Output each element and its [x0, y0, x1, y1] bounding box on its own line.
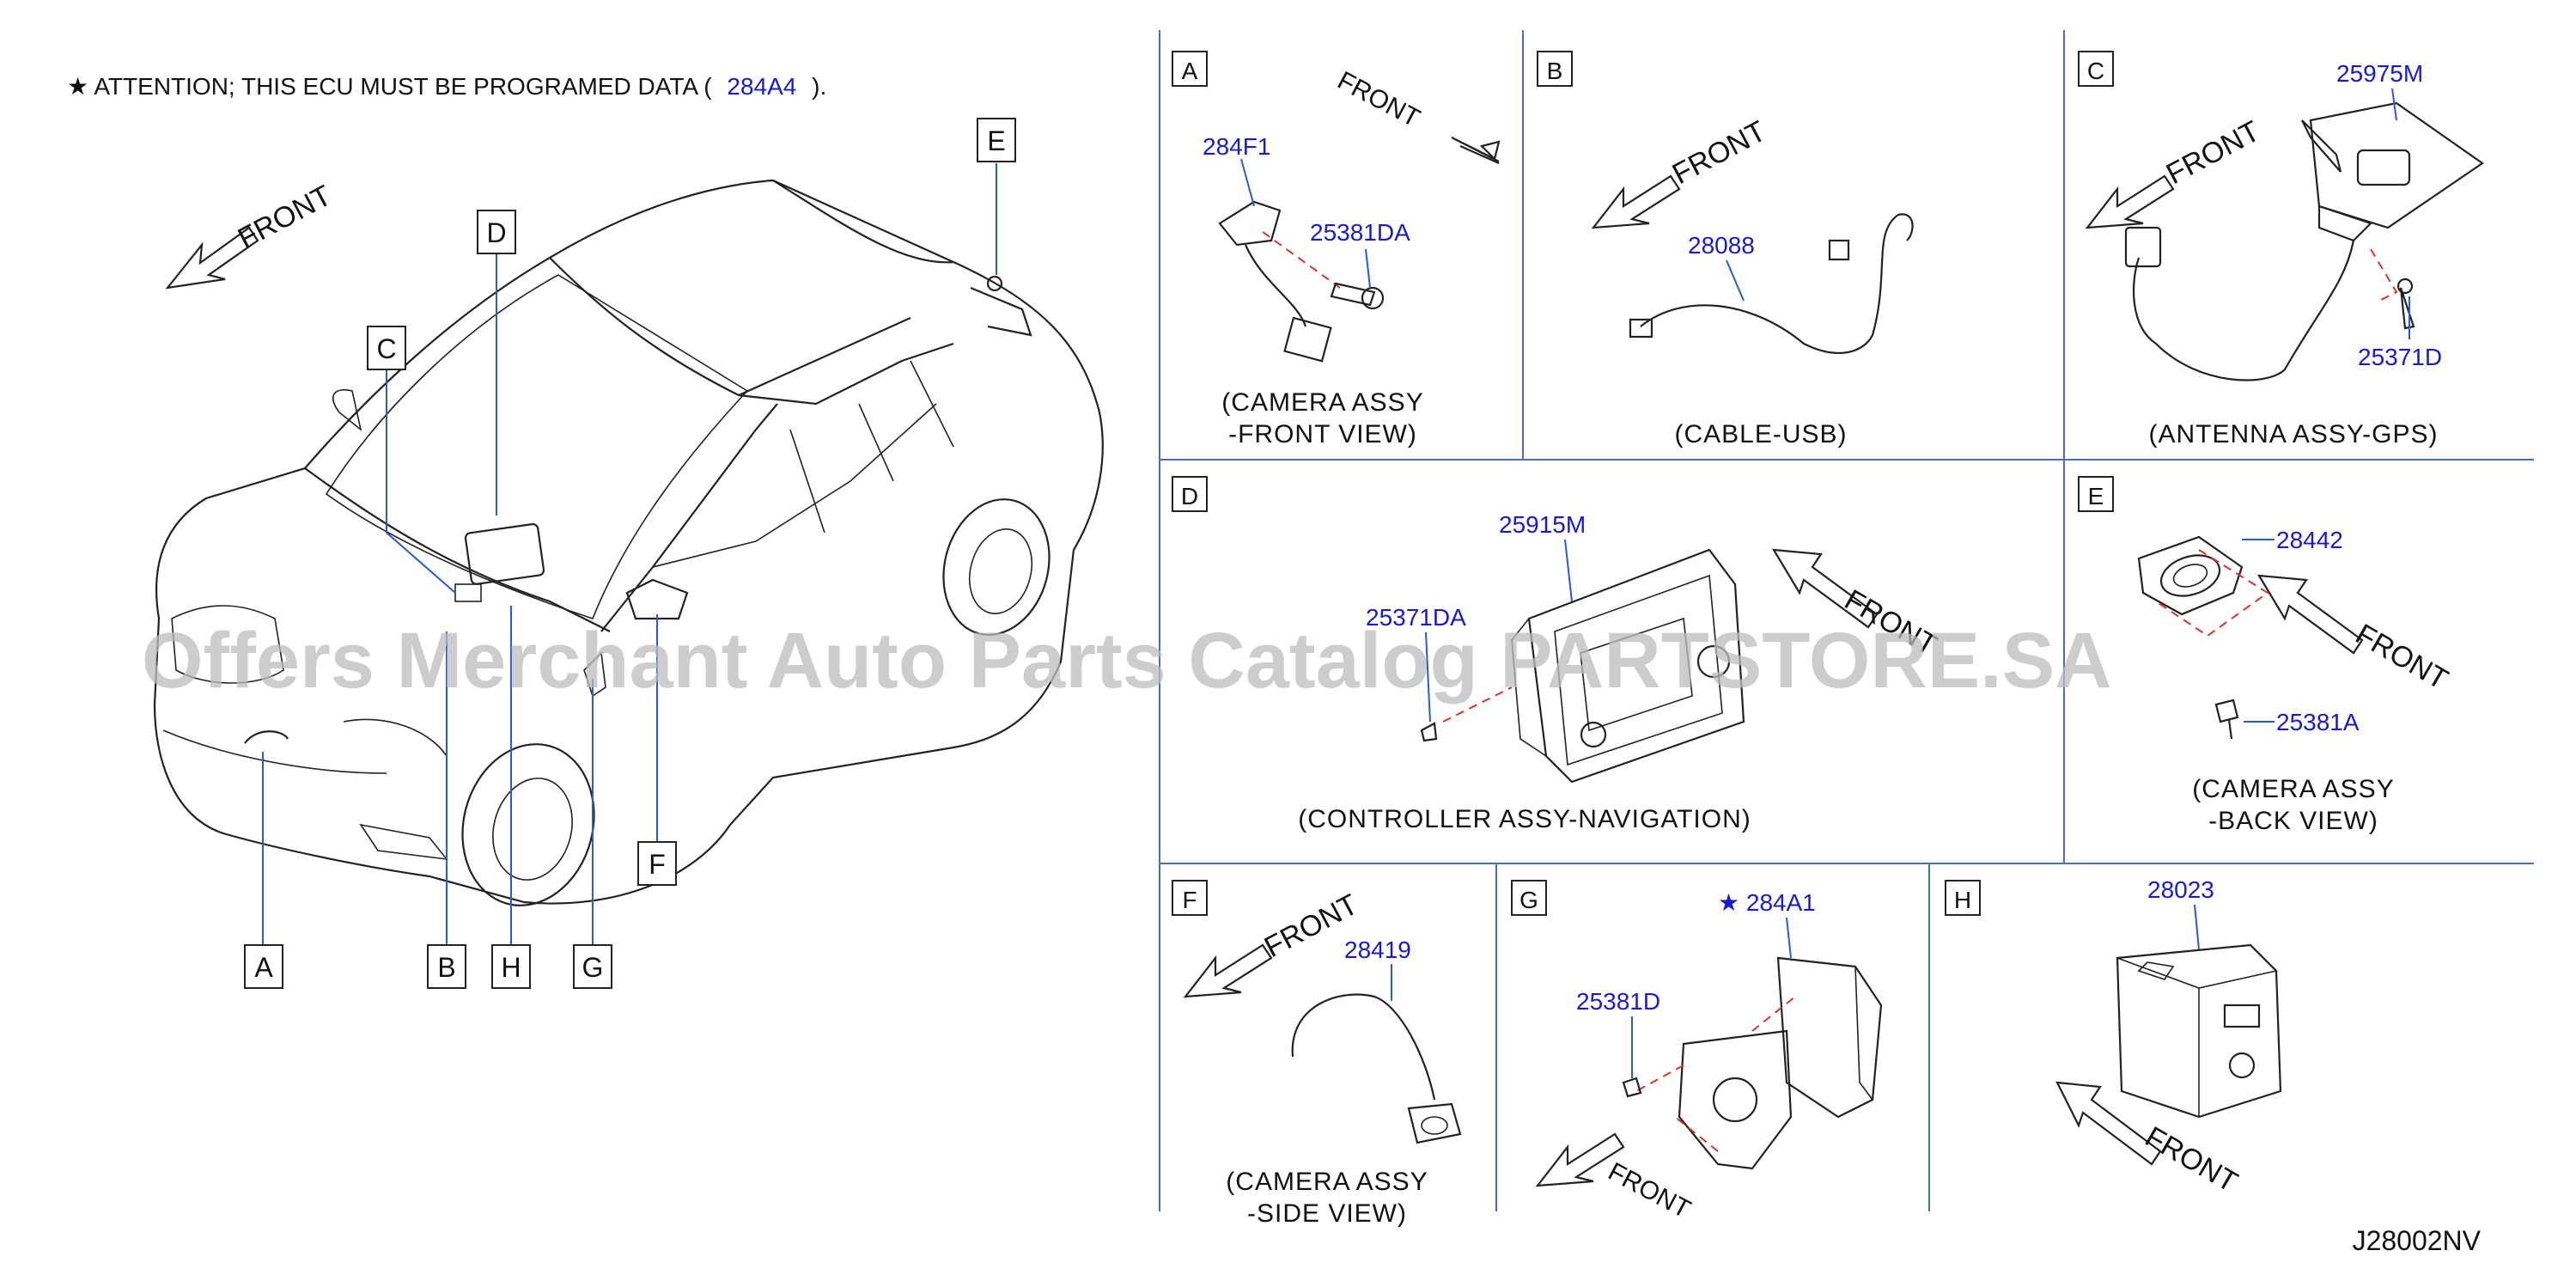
- panel-a: A FRONT 284F1 25381DA (CAMERA ASSY -FRON…: [1172, 51, 1501, 448]
- part-28419[interactable]: 28419: [1344, 936, 1411, 963]
- caption-f-2: -SIDE VIEW): [1247, 1199, 1407, 1228]
- diagram-id: J28002NV: [2353, 1225, 2482, 1256]
- callout-h[interactable]: H: [491, 944, 531, 989]
- callout-e[interactable]: E: [977, 118, 1016, 162]
- caption-e-1: (CAMERA ASSY: [2192, 775, 2394, 803]
- caption-e-2: -BACK VIEW): [2208, 807, 2378, 835]
- svg-text:A: A: [254, 952, 273, 983]
- svg-text:G: G: [1519, 887, 1538, 913]
- car-gps-antenna: [454, 583, 482, 602]
- front-wheel: [461, 743, 595, 906]
- panel-h: H FRONT 28023: [1945, 876, 2282, 1199]
- svg-text:D: D: [486, 217, 506, 248]
- svg-text:H: H: [1954, 887, 1971, 913]
- part-284A1[interactable]: ★ 284A1: [1718, 889, 1816, 916]
- svg-text:B: B: [1547, 58, 1563, 84]
- part-25381D[interactable]: 25381D: [1576, 988, 1660, 1015]
- part-25371DA-d[interactable]: 25371DA: [1366, 604, 1466, 631]
- callout-a[interactable]: A: [244, 944, 283, 989]
- svg-text:F: F: [1182, 887, 1197, 913]
- caption-b: (CABLE-USB): [1674, 420, 1847, 448]
- svg-text:G: G: [582, 952, 604, 983]
- caption-a-1: (CAMERA ASSY: [1221, 388, 1423, 417]
- svg-text:C: C: [2087, 58, 2104, 84]
- attention-suffix: ).: [812, 73, 826, 100]
- svg-text:E: E: [987, 125, 1005, 156]
- callout-d[interactable]: D: [477, 210, 516, 254]
- svg-text:A: A: [1182, 58, 1198, 84]
- svg-text:FRONT: FRONT: [1604, 1157, 1696, 1224]
- svg-text:H: H: [501, 952, 521, 983]
- svg-text:B: B: [437, 952, 455, 983]
- callout-f[interactable]: F: [637, 841, 677, 886]
- part-28023[interactable]: 28023: [2147, 876, 2214, 903]
- caption-d: (CONTROLLER ASSY-NAVIGATION): [1298, 805, 1751, 833]
- svg-text:FRONT: FRONT: [233, 180, 337, 256]
- rear-wheel: [942, 498, 1050, 636]
- part-28088[interactable]: 28088: [1688, 232, 1755, 259]
- part-25371D[interactable]: 25371D: [2358, 344, 2442, 370]
- panel-c: C FRONT 25975M 25371D (ANTENNA ASSY-GPS): [2078, 51, 2484, 448]
- attention-part-link[interactable]: 284A4: [727, 73, 796, 100]
- part-25915M[interactable]: 25915M: [1499, 511, 1586, 538]
- panel-b: B FRONT 28088 (CABLE-USB): [1537, 51, 1914, 448]
- car-front-camera: [244, 730, 289, 744]
- svg-text:C: C: [376, 333, 396, 364]
- car-back-camera: [986, 275, 1003, 292]
- svg-text:D: D: [1181, 483, 1198, 509]
- callout-g[interactable]: G: [573, 944, 612, 989]
- callout-b[interactable]: B: [427, 944, 466, 989]
- part-25975M[interactable]: 25975M: [2336, 60, 2423, 87]
- panel-f: F FRONT 28419 (CAMERA ASSY -SIDE VIEW): [1172, 880, 1462, 1228]
- panel-grid: [1159, 30, 2534, 1211]
- watermark: Offers Merchant Auto Parts Catalog PARTS…: [142, 617, 2112, 705]
- caption-f-1: (CAMERA ASSY: [1226, 1168, 1428, 1196]
- part-25381DA-a[interactable]: 25381DA: [1310, 219, 1410, 246]
- attention-prefix: ★ ATTENTION; THIS ECU MUST BE PROGRAMED …: [67, 73, 712, 100]
- caption-a-2: -FRONT VIEW): [1228, 420, 1417, 448]
- panel-e: E FRONT 28442 25381A (CAMERA ASSY -BACK …: [2078, 476, 2453, 835]
- svg-text:FRONT: FRONT: [2161, 115, 2265, 192]
- svg-text:FRONT: FRONT: [1667, 115, 1771, 192]
- part-28442[interactable]: 28442: [2276, 527, 2343, 553]
- car-nav-unit: [464, 522, 545, 585]
- attention-note: ★ ATTENTION; THIS ECU MUST BE PROGRAMED …: [67, 73, 826, 100]
- caption-c: (ANTENNA ASSY-GPS): [2149, 420, 2439, 448]
- svg-text:FRONT: FRONT: [2350, 618, 2453, 696]
- car-overview: FRONT: [153, 118, 1104, 989]
- front-arrow-main: FRONT: [165, 180, 337, 290]
- svg-text:F: F: [649, 849, 666, 880]
- callout-c[interactable]: C: [367, 326, 406, 370]
- svg-text:FRONT: FRONT: [1333, 66, 1425, 133]
- car-bracket: [583, 651, 606, 698]
- part-284F1[interactable]: 284F1: [1203, 133, 1270, 160]
- svg-text:E: E: [2088, 483, 2104, 509]
- part-25381A[interactable]: 25381A: [2276, 709, 2360, 735]
- panel-g: G FRONT ★ 284A1 25381D: [1511, 880, 1883, 1224]
